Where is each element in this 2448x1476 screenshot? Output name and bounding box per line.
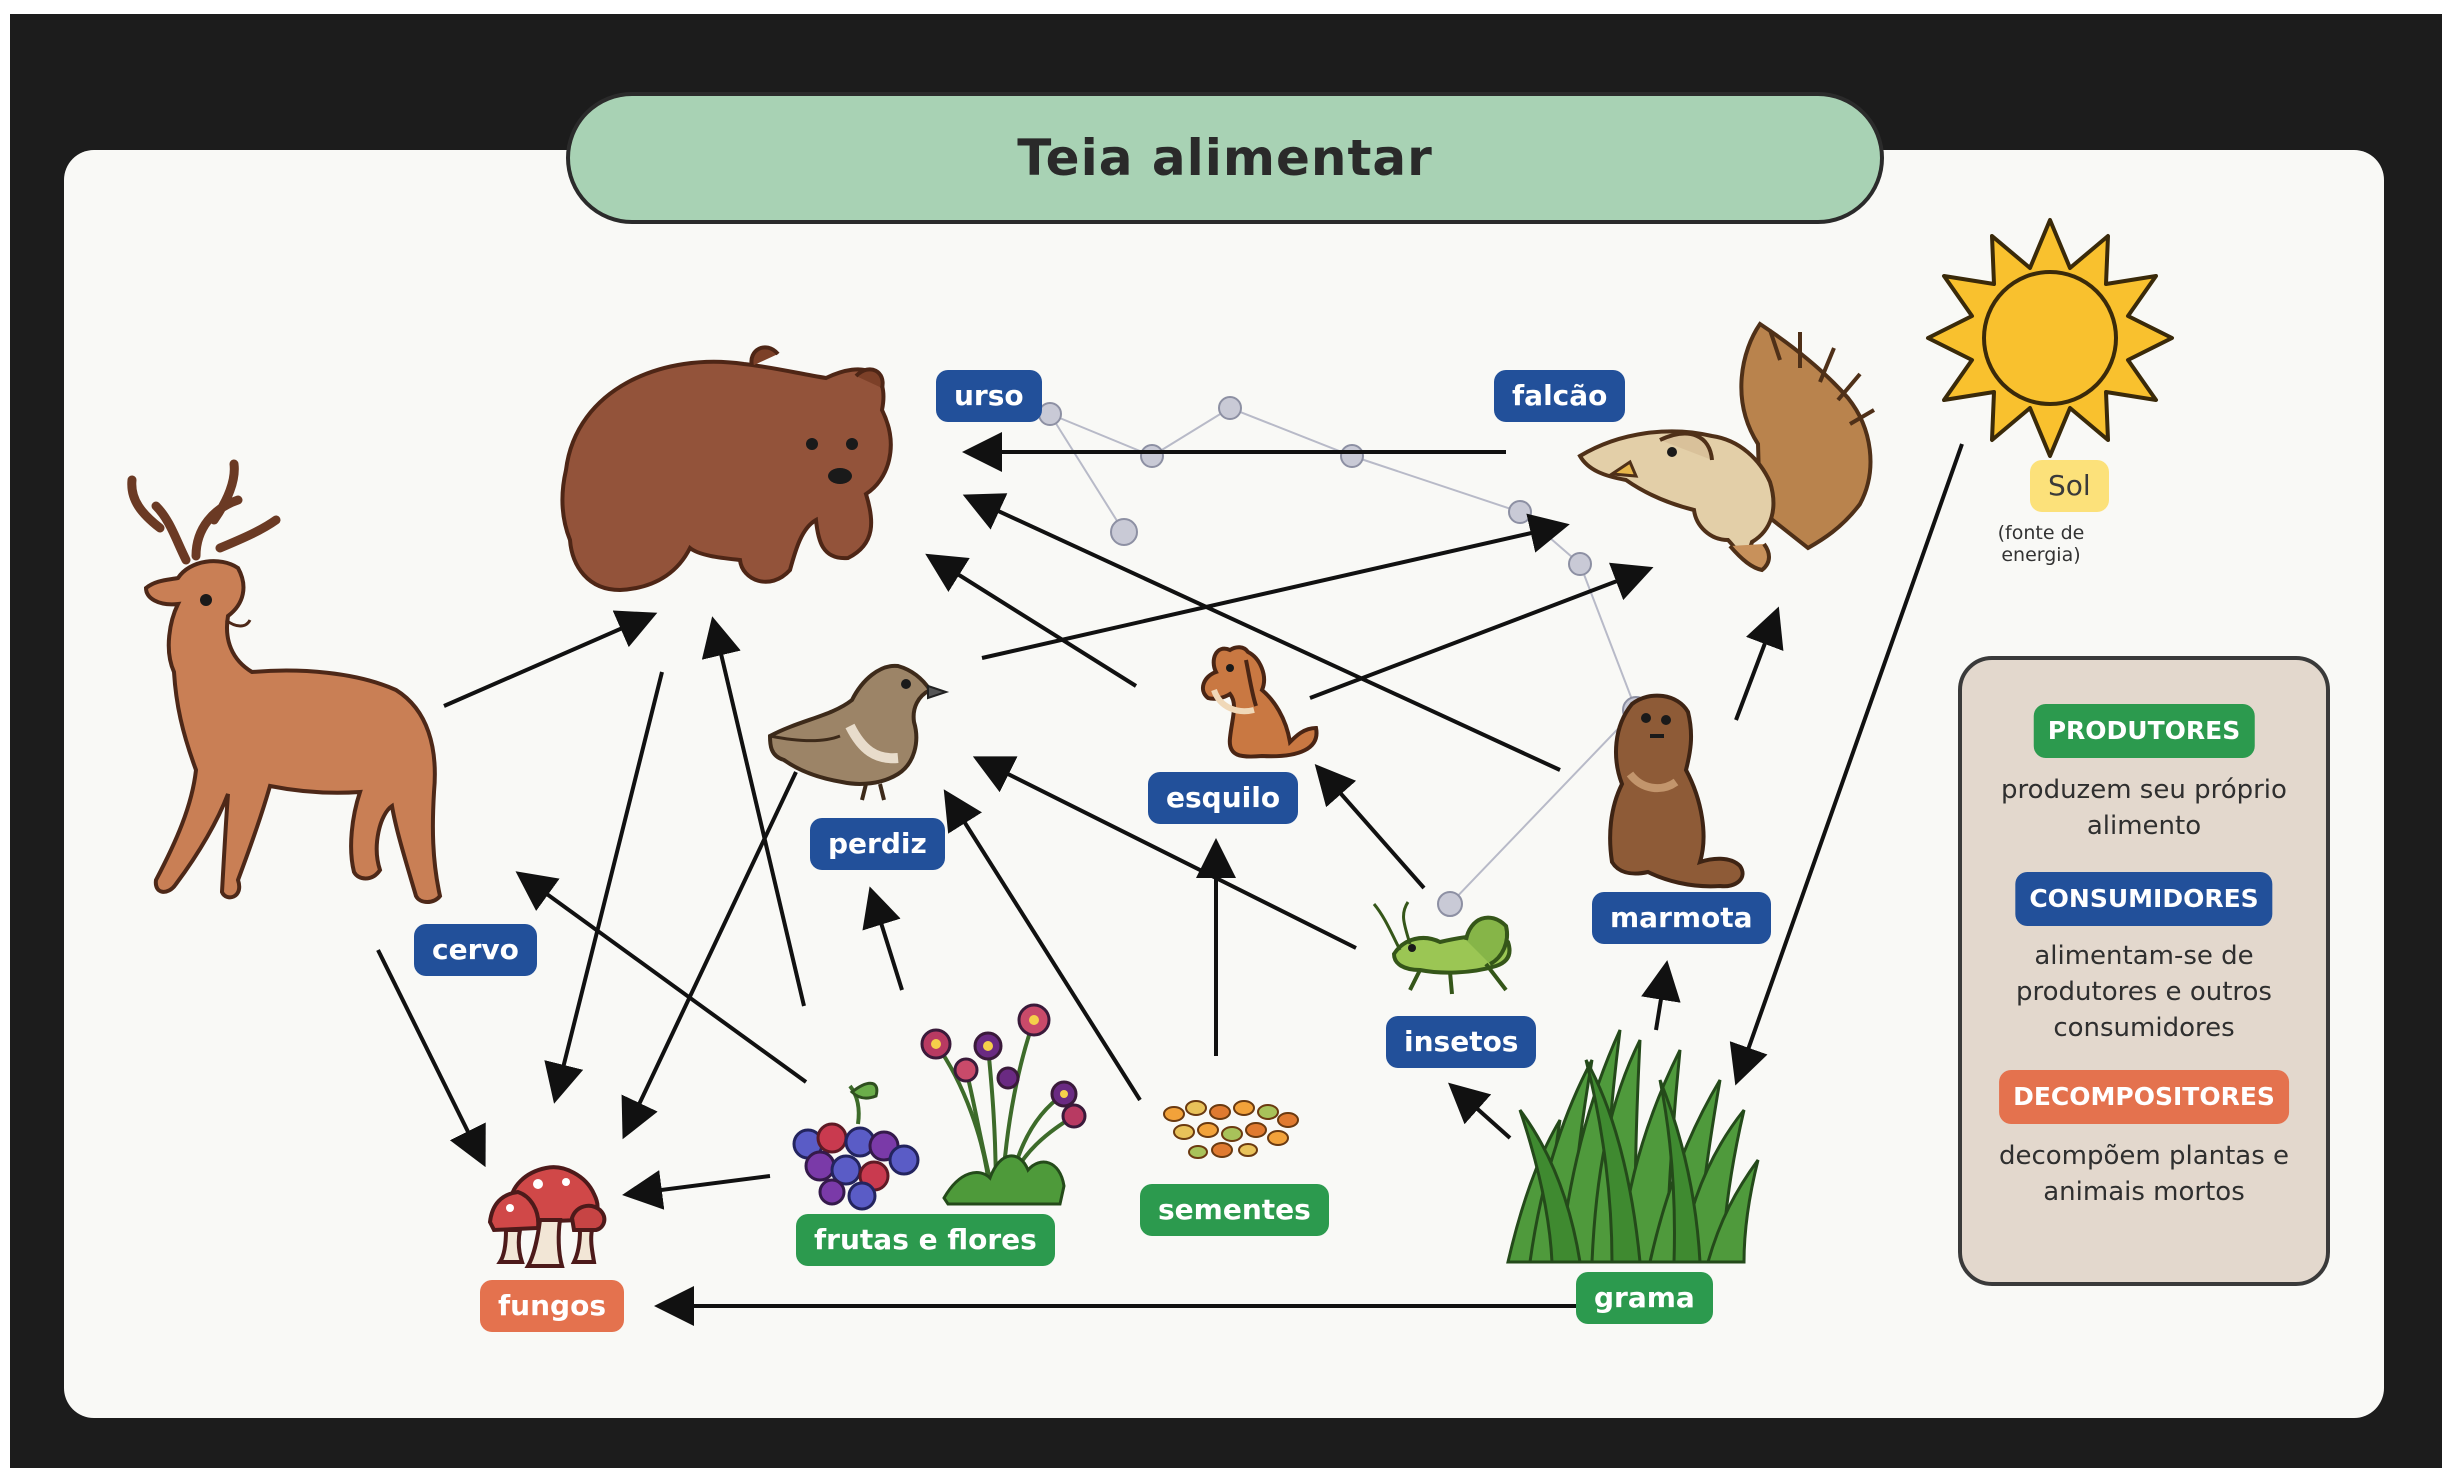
arrow-frutas-fungos: [622, 1170, 771, 1210]
label-perdiz: perdiz: [810, 818, 945, 870]
arrow-frutas-cervo: [515, 871, 808, 1084]
sun-note: (fonte de energia): [1997, 522, 2085, 566]
title-banner: Teia alimentar: [566, 92, 1884, 224]
constellation-decoration: [1038, 396, 1650, 917]
label-cervo: cervo: [414, 924, 537, 976]
arrow-grama-insetos: [1448, 1082, 1512, 1140]
label-grama: grama: [1576, 1272, 1713, 1324]
label-sol: Sol: [2030, 460, 2109, 512]
label-marmota: marmota: [1592, 892, 1771, 944]
label-fungos: fungos: [480, 1280, 624, 1332]
arrow-urso-fungos: [544, 671, 664, 1104]
grass-icon: [1506, 1029, 1760, 1264]
label-sementes: sementes: [1140, 1184, 1329, 1236]
legend-panel: PRODUTORES produzem seu próprio alimento…: [1958, 656, 2330, 1286]
grasshopper-icon: [1372, 901, 1512, 995]
sun-icon: [1926, 218, 2174, 458]
arrow-sementes-perdiz: [943, 789, 1142, 1102]
arrow-insetos-perdiz: [972, 756, 1357, 950]
flowers-icon: [920, 1003, 1087, 1206]
page-title: Teia alimentar: [1017, 129, 1433, 187]
bear-icon: [560, 345, 893, 593]
arrow-marmota-falcao: [1734, 606, 1784, 721]
label-insetos: insetos: [1386, 1016, 1537, 1068]
arrow-frutas-urso: [701, 616, 806, 1007]
squirrel-icon: [1200, 645, 1319, 759]
label-urso: urso: [936, 370, 1042, 422]
legend-text-consumidores: alimentam-se de produtores e outros cons…: [2016, 941, 2272, 1043]
legend-badge-produtores: PRODUTORES: [2033, 704, 2255, 758]
label-frutas-e-flores: frutas e flores: [796, 1214, 1055, 1266]
legend-text-decompositores: decompõem plantas e animais mortos: [1998, 1141, 2290, 1207]
arrow-cervo-urso: [443, 610, 658, 708]
arrow-sol-grama: [1729, 443, 1964, 1086]
arrow-frutas-perdiz: [862, 886, 904, 991]
label-falcao: falcão: [1494, 370, 1626, 422]
hawk-icon: [1577, 321, 1876, 573]
arrow-insetos-esquilo: [1314, 763, 1426, 890]
berries-icon: [792, 1081, 920, 1211]
arrow-perdiz-falcao: [981, 513, 1570, 660]
label-esquilo: esquilo: [1148, 772, 1299, 824]
food-web-arrows: [376, 432, 1964, 1326]
deer-icon: [127, 459, 443, 904]
arrow-cervo-fungos: [376, 949, 486, 1168]
legend-badge-consumidores: CONSUMIDORES: [2015, 872, 2273, 926]
legend-text-produtores: produzem seu próprio alimento: [2001, 775, 2287, 841]
seeds-icon: [1163, 1100, 1299, 1159]
legend-badge-decompositores: DECOMPOSITORES: [1999, 1070, 2289, 1124]
arrow-esquilo-urso: [925, 553, 1138, 688]
partridge-icon: [767, 663, 950, 801]
arrow-marmota-urso: [962, 493, 1561, 772]
arrow-perdiz-fungos: [621, 771, 798, 1140]
arrow-esquilo-falcao: [1309, 562, 1654, 700]
arrow-grama-marmota: [1641, 960, 1681, 1031]
marmot-icon: [1608, 693, 1745, 889]
mushroom-icon: [487, 1165, 607, 1268]
